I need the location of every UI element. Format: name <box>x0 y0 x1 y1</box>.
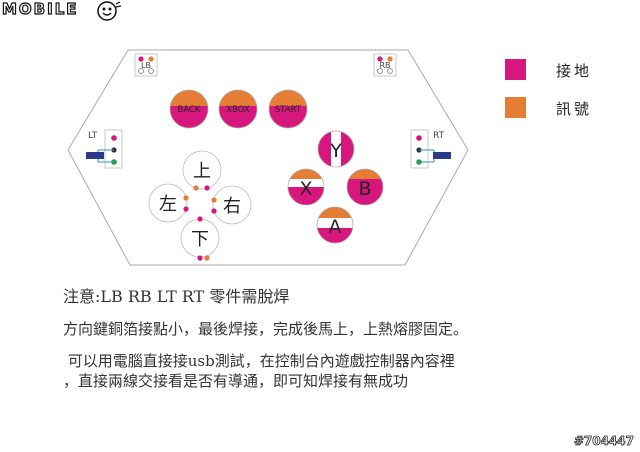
lb-label: LB <box>141 61 151 70</box>
a-button-pad: A <box>316 206 354 244</box>
note-line-4: ，直接兩線交接看是否有導通，即可知焊接有無成功 <box>63 372 409 390</box>
lt-trigger-connector: LT <box>86 129 123 169</box>
dpad-up-label: 上 <box>193 161 211 182</box>
back-button-pad: BACK <box>169 89 209 129</box>
y-button-pad: Y <box>317 130 355 168</box>
dpad-up-pad: 上 <box>182 150 222 190</box>
back-button-label: BACK <box>177 105 200 115</box>
xbox-button-pad: XBOX <box>218 89 258 129</box>
note-line-1: 注意:LB RB LT RT 零件需脫焊 <box>63 287 290 306</box>
legend-swatch-signal <box>505 97 526 118</box>
x-button-label: X <box>299 178 312 200</box>
dpad-down-label: 下 <box>191 229 209 250</box>
b-button-label: B <box>358 178 371 200</box>
dpad-right-label: 右 <box>223 196 241 217</box>
rt-label: RT <box>433 131 445 141</box>
rb-bumper-pad: RB <box>373 53 397 77</box>
lt-label: LT <box>88 131 98 141</box>
x-button-pad: X <box>287 168 325 206</box>
dpad-left-pad: 左 <box>148 183 188 223</box>
note-line-3: 可以用電腦直接接usb測試，在控制台內遊戲控制器內容裡 <box>63 352 455 370</box>
legend-label-signal: 訊號 <box>556 100 593 118</box>
dpad-down-pad: 下 <box>180 218 220 258</box>
legend-swatch-ground <box>505 59 526 80</box>
b-button-pad: B <box>346 168 384 206</box>
y-button-label: Y <box>329 140 342 162</box>
legend-label-ground: 接地 <box>556 62 593 80</box>
start-button-pad: START <box>268 89 308 129</box>
lb-bumper-pad: LB <box>134 53 158 77</box>
rt-trigger-connector: RT <box>410 129 451 169</box>
start-button-label: START <box>275 105 302 115</box>
image-watermark: #704447 <box>573 434 634 449</box>
a-button-label: A <box>329 216 342 238</box>
note-line-2: 方向鍵銅箔接點小，最後焊接，完成後馬上，上熱熔膠固定。 <box>63 320 469 338</box>
site-logo: MOBILE <box>1 0 79 19</box>
dpad-right-pad: 右 <box>212 185 252 225</box>
dpad-left-label: 左 <box>159 194 177 215</box>
rb-label: RB <box>379 61 390 70</box>
controller-board-outline <box>67 49 469 266</box>
xbox-button-label: XBOX <box>226 105 250 115</box>
dpad-contact-dots <box>183 185 217 261</box>
logo-face-icon <box>97 1 122 21</box>
